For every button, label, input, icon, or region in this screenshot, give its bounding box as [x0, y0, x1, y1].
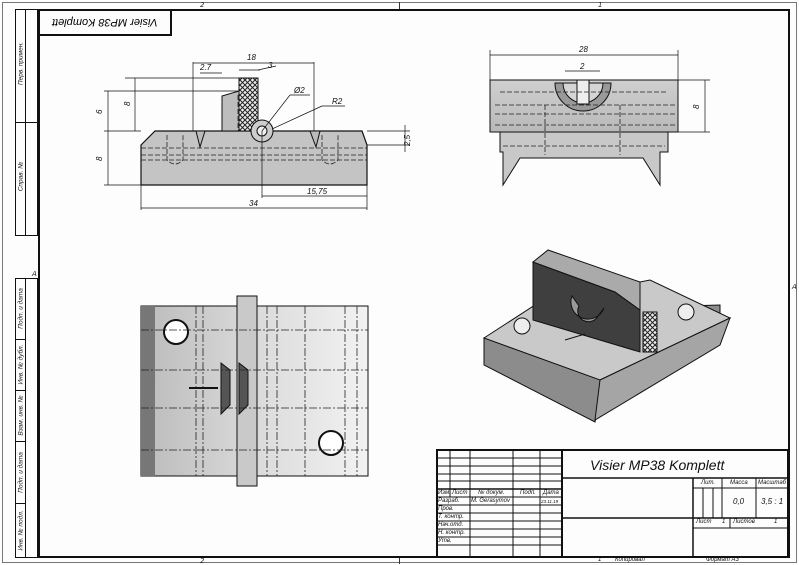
zone-bottom-left: 2: [200, 557, 205, 565]
dim-front-height-base: 8: [95, 156, 104, 161]
tb-header-doc: № докум.: [478, 490, 505, 496]
tb-sheets-value: 1: [774, 519, 778, 525]
top-stamp-box: Visier MP38 Komplett: [40, 10, 172, 36]
dim-front-width-top: 18: [247, 53, 256, 62]
zone-divider-top: [399, 2, 400, 9]
iso-hole-right: [677, 303, 695, 321]
tb-copied-label: Копировал: [615, 557, 645, 563]
tb-role-developer: Разраб.: [438, 498, 460, 504]
side-cell-blank-2: [25, 122, 38, 236]
tb-sheets-label: Листов: [733, 519, 755, 525]
tb-copied-num: 1: [598, 557, 602, 563]
tb-header-list: Лист: [452, 490, 468, 496]
tb-role-dept-head: Нач.отд.: [438, 522, 464, 528]
tb-lit-label: Лит.: [701, 480, 716, 486]
front-knurl-wheel: [238, 77, 259, 132]
dim-front-offset: 15,75: [307, 187, 328, 196]
tb-developer-date: 23.11.19: [541, 499, 559, 504]
front-notch-left: [195, 130, 206, 149]
zone-top-left: 2: [200, 1, 205, 9]
top-hidden-lines: [141, 306, 368, 476]
side-rail: [499, 131, 669, 187]
title-block-title: Visier MP38 Komplett: [590, 457, 725, 473]
tb-mass-label: Масса: [730, 480, 748, 486]
front-notch-right: [309, 130, 321, 149]
top-view: [140, 295, 369, 487]
dim-front-hole-dia: Ø2: [293, 86, 305, 95]
tb-scale-label: Масштаб: [758, 480, 787, 486]
side-cell-blank-lower: [25, 278, 38, 558]
dim-front-radius: R2: [332, 97, 343, 106]
dim-front-knurl: 3: [268, 61, 273, 70]
top-mount-hole-left: [163, 319, 189, 345]
iso-sight-notch: [570, 294, 605, 323]
dim-front-slot: 2,5: [403, 134, 412, 147]
isometric-view: [482, 249, 732, 423]
tb-developer-name: M. Gerasymov: [471, 498, 511, 504]
front-hidden-lines: [141, 95, 367, 165]
dim-front-step: 2.7: [199, 63, 212, 72]
dim-front-height-left: 6: [95, 109, 104, 114]
side-view: 28 2 8: [489, 45, 710, 187]
tb-scale-value: 3,5 : 1: [761, 497, 784, 506]
zone-divider-bottom: [399, 558, 400, 564]
dim-side-width: 28: [578, 45, 588, 54]
title-block-lines: [436, 449, 789, 558]
iso-knurl-wheel: [642, 311, 658, 353]
front-view: 18 2.7 3 Ø2 R2 6 8 8 2,5 15,75 34: [95, 53, 412, 210]
zone-right-marker: A: [792, 283, 797, 291]
iso-index-mark: [564, 333, 586, 341]
side-dimension-lines: [489, 50, 710, 133]
top-mount-hole-right: [318, 430, 344, 456]
tb-header-izm: Изм.: [438, 490, 451, 496]
top-sight-left: [220, 361, 231, 416]
tb-header-date: Дата: [543, 490, 559, 496]
dim-front-overall: 34: [249, 199, 258, 208]
top-dark-edge: [141, 306, 155, 476]
tb-format-label: Формат А3: [706, 557, 739, 563]
dim-side-height: 8: [692, 104, 701, 109]
zone-left-marker: A: [32, 270, 37, 278]
dim-front-height-upper: 8: [123, 101, 132, 106]
iso-hole-left: [513, 317, 531, 335]
tb-role-approved: Утв.: [438, 538, 452, 544]
tb-role-norm-control: Н. контр.: [438, 530, 466, 536]
tb-sheet-label: Лист: [696, 519, 712, 525]
top-sight-right: [238, 361, 249, 416]
tb-sheet-value: 1: [722, 519, 726, 525]
drawing-frame: [38, 9, 790, 558]
side-hidden-lines: [495, 91, 675, 155]
tb-mass-value: 0,0: [733, 497, 745, 506]
tb-header-sign: Подп.: [520, 490, 536, 496]
front-dimension-lines: [104, 62, 410, 210]
tb-role-checked: Пров.: [438, 506, 454, 512]
dim-side-slot: 2: [579, 62, 585, 71]
front-rear-sight-block: [221, 90, 240, 132]
iso-base-right: [594, 317, 731, 421]
zone-top-right: 1: [598, 1, 603, 9]
tb-role-tech-control: Т. контр.: [438, 514, 464, 520]
iso-sight-block-top: [531, 249, 641, 311]
